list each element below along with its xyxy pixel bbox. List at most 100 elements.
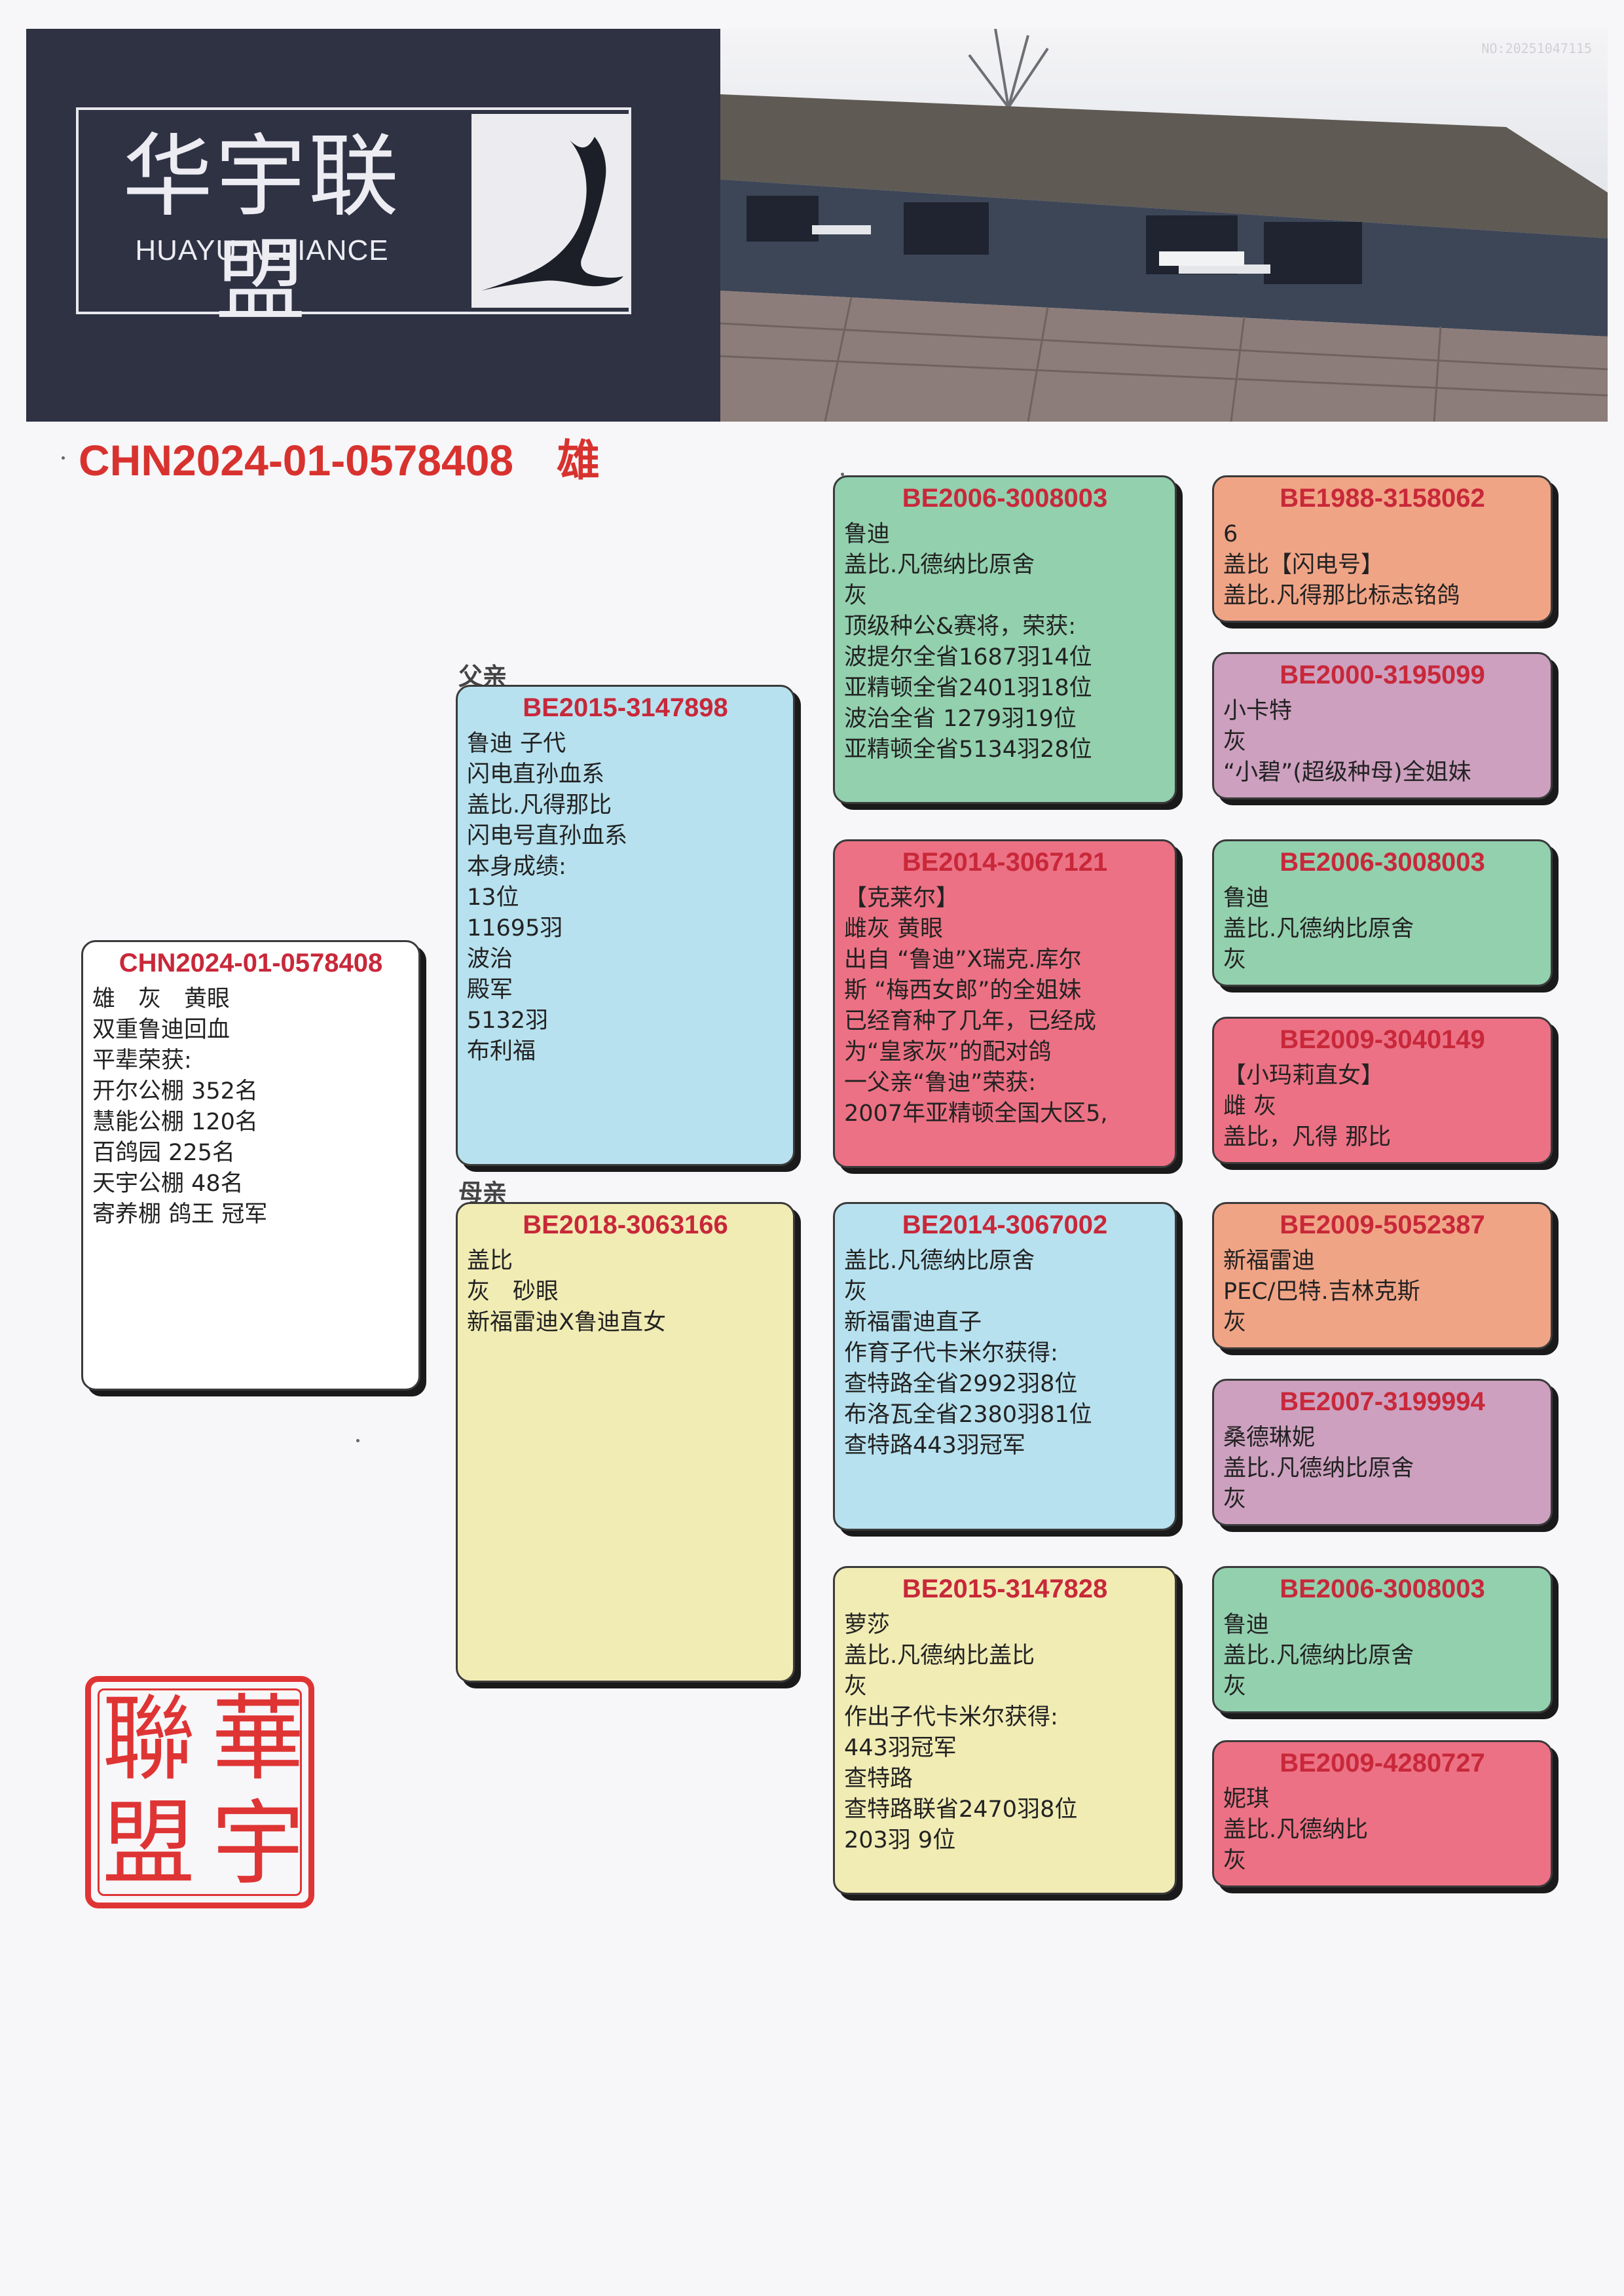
subject-line: 慧能公棚 120名 bbox=[92, 1109, 258, 1135]
great-grandparent-line: 桑德琳妮 bbox=[1223, 1425, 1316, 1451]
great-grandparent-id: BE2006-3008003 bbox=[1280, 1575, 1485, 1603]
subject-line: 雄 灰 黄眼 bbox=[92, 986, 231, 1012]
great-grandparent-line: 灰 bbox=[1223, 1486, 1247, 1512]
grandparent-id: BE2014-3067121 bbox=[902, 848, 1108, 877]
subject-line: 双重鲁迪回血 bbox=[92, 1017, 231, 1043]
grandparent-line: 查特路联省2470羽8位 bbox=[844, 1796, 1078, 1823]
subject-line: 百鸽园 225名 bbox=[92, 1140, 235, 1166]
father-line: 5132羽 bbox=[467, 1008, 549, 1034]
grandparent-line: 443羽冠军 bbox=[844, 1735, 957, 1761]
grandparent-line: 作育子代卡米尔获得: bbox=[844, 1340, 1058, 1366]
grandparent-line: 亚精顿全省2401羽18位 bbox=[844, 675, 1092, 701]
seal-character: 盟 bbox=[102, 1790, 195, 1898]
great-grandparent-id: BE2009-5052387 bbox=[1280, 1211, 1485, 1239]
great-grandparent-line: PEC/巴特.吉林克斯 bbox=[1223, 1279, 1420, 1305]
bird-icon bbox=[471, 114, 629, 308]
mother-line: 盖比 bbox=[467, 1248, 513, 1274]
great-grandparent-id: BE2009-3040149 bbox=[1280, 1025, 1485, 1054]
grandparent-line: 203羽 9位 bbox=[844, 1827, 956, 1853]
grandparent-line: 亚精顿全省5134羽28位 bbox=[844, 737, 1092, 763]
great-grandparent-card: BE2007-3199994 桑德琳妮 盖比.凡德纳比原舍 灰 bbox=[1212, 1379, 1553, 1526]
great-grandparent-line: 盖比.凡德纳比原舍 bbox=[1223, 1643, 1414, 1669]
grandparent-line: 灰 bbox=[844, 1673, 868, 1700]
header-banner: 华宇联盟 HUAYU ALLIANCE bbox=[26, 29, 1608, 422]
great-grandparent-card: BE2006-3008003 鲁迪 盖比.凡德纳比原舍 灰 bbox=[1212, 839, 1553, 987]
logo-chinese-text: 华宇联盟 bbox=[122, 124, 401, 334]
great-grandparent-line: 新福雷迪 bbox=[1223, 1248, 1316, 1274]
father-line: 本身成绩: bbox=[467, 854, 566, 880]
father-line: 波治 bbox=[467, 946, 513, 972]
great-grandparent-line: 灰 bbox=[1223, 729, 1247, 755]
great-grandparent-line: 灰 bbox=[1223, 947, 1247, 973]
logo-english-text: HUAYU ALLIANCE bbox=[135, 234, 389, 266]
mother-line: 新福雷迪X鲁迪直女 bbox=[467, 1309, 666, 1336]
great-grandparent-line: 盖比，凡得 那比 bbox=[1223, 1124, 1392, 1150]
father-card: BE2015-3147898 鲁迪 子代 闪电直孙血系 盖比.凡得那比 闪电号直… bbox=[456, 685, 795, 1166]
great-grandparent-line: 鲁迪 bbox=[1223, 885, 1270, 911]
mother-id: BE2018-3063166 bbox=[523, 1211, 728, 1239]
great-grandparent-line: 盖比.凡德纳比原舍 bbox=[1223, 916, 1414, 942]
great-grandparent-card: BE2009-5052387 新福雷迪 PEC/巴特.吉林克斯 灰 bbox=[1212, 1202, 1553, 1349]
great-grandparent-card: BE2000-3195099 小卡特 灰 “小碧”(超级种母)全姐妹 bbox=[1212, 652, 1553, 799]
grandparent-id: BE2015-3147828 bbox=[902, 1575, 1108, 1603]
subject-line: 寄养棚 鸽王 冠军 bbox=[92, 1201, 268, 1228]
great-grandparent-line: 盖比【闪电号】 bbox=[1223, 552, 1384, 578]
speck bbox=[841, 473, 844, 476]
speck bbox=[356, 1439, 360, 1442]
grandparent-line: 盖比.凡德纳比盖比 bbox=[844, 1643, 1035, 1669]
seal-character: 宇 bbox=[212, 1790, 304, 1898]
subject-card: CHN2024-01-0578408 雄 灰 黄眼 双重鲁迪回血 平辈荣获: 开… bbox=[81, 940, 420, 1391]
grandparent-card: BE2006-3008003 鲁迪 盖比.凡德纳比原舍 灰 顶级种公&赛将，荣获… bbox=[833, 475, 1177, 804]
grandparent-line: 鲁迪 bbox=[844, 521, 891, 547]
grandparent-line: 【克莱尔】 bbox=[844, 885, 959, 911]
great-grandparent-line: 灰 bbox=[1223, 1848, 1247, 1874]
grandparent-line: 萝莎 bbox=[844, 1612, 891, 1638]
grandparent-line: 已经育种了几年，已经成 bbox=[844, 1008, 1097, 1034]
grandparent-card: BE2015-3147828 萝莎 盖比.凡德纳比盖比 灰 作出子代卡米尔获得:… bbox=[833, 1566, 1177, 1895]
grandparent-id: BE2006-3008003 bbox=[902, 484, 1108, 513]
great-grandparent-line: 灰 bbox=[1223, 1673, 1247, 1700]
great-grandparent-line: 盖比.凡德纳比 bbox=[1223, 1817, 1369, 1843]
subject-line: 平辈荣获: bbox=[92, 1048, 192, 1074]
great-grandparent-card: BE2006-3008003 鲁迪 盖比.凡德纳比原舍 灰 bbox=[1212, 1566, 1553, 1713]
great-grandparent-line: 鲁迪 bbox=[1223, 1612, 1270, 1638]
grandparent-line: 一父亲“鲁迪”荣获: bbox=[844, 1070, 1037, 1096]
father-line: 殿军 bbox=[467, 977, 513, 1003]
red-seal-stamp: 華 宇 聯 盟 bbox=[85, 1676, 314, 1908]
great-grandparent-id: BE2007-3199994 bbox=[1280, 1387, 1485, 1416]
grandparent-line: 波治全省 1279羽19位 bbox=[844, 706, 1077, 732]
grandparent-line: 查特路443羽冠军 bbox=[844, 1432, 1025, 1459]
grandparent-line: 查特路 bbox=[844, 1766, 913, 1792]
grandparent-id: BE2014-3067002 bbox=[902, 1211, 1108, 1239]
grandparent-line: 盖比.凡德纳比原舍 bbox=[844, 1248, 1035, 1274]
great-grandparent-line: 6 bbox=[1223, 521, 1238, 547]
father-line: 盖比.凡得那比 bbox=[467, 792, 612, 818]
great-grandparent-line: 盖比.凡德纳比原舍 bbox=[1223, 1455, 1414, 1482]
grandparent-line: 波提尔全省1687羽14位 bbox=[844, 644, 1092, 670]
grandparent-card: BE2014-3067002 盖比.凡德纳比原舍 灰 新福雷迪直子 作育子代卡米… bbox=[833, 1202, 1177, 1531]
great-grandparent-card: BE1988-3158062 6 盖比【闪电号】 盖比.凡得那比标志铭鸽 bbox=[1212, 475, 1553, 623]
father-line: 11695羽 bbox=[467, 915, 563, 941]
subject-line: 开尔公棚 352名 bbox=[92, 1078, 258, 1104]
seal-inner-border bbox=[98, 1688, 302, 1896]
great-grandparent-line: “小碧”(超级种母)全姐妹 bbox=[1223, 759, 1471, 786]
great-grandparent-card: BE2009-3040149 【小玛莉直女】 雌 灰 盖比，凡得 那比 bbox=[1212, 1017, 1553, 1164]
seal-character: 華 bbox=[212, 1685, 304, 1793]
grandparent-line: 作出子代卡米尔获得: bbox=[844, 1704, 1058, 1730]
great-grandparent-line: 【小玛莉直女】 bbox=[1223, 1063, 1384, 1089]
grandparent-line: 顶级种公&赛将，荣获: bbox=[844, 613, 1077, 640]
father-id: BE2015-3147898 bbox=[523, 693, 728, 722]
grandparent-line: 灰 bbox=[844, 583, 868, 609]
subject-id: CHN2024-01-0578408 bbox=[119, 949, 383, 977]
great-grandparent-line: 雌 灰 bbox=[1223, 1093, 1277, 1120]
grandparent-line: 斯 “梅西女郎”的全姐妹 bbox=[844, 977, 1082, 1004]
title-sex: 雄 bbox=[557, 436, 600, 484]
loft-photo: NO:20251047115 bbox=[720, 29, 1608, 422]
title-ring-number: CHN2024-01-0578408 bbox=[79, 436, 514, 484]
great-grandparent-line: 盖比.凡得那比标志铭鸽 bbox=[1223, 583, 1460, 609]
grandparent-line: 查特路全省2992羽8位 bbox=[844, 1371, 1078, 1397]
mother-line: 灰 砂眼 bbox=[467, 1279, 559, 1305]
great-grandparent-line: 小卡特 bbox=[1223, 698, 1293, 724]
father-line: 布利福 bbox=[467, 1038, 536, 1065]
father-line: 鲁迪 子代 bbox=[467, 731, 566, 757]
